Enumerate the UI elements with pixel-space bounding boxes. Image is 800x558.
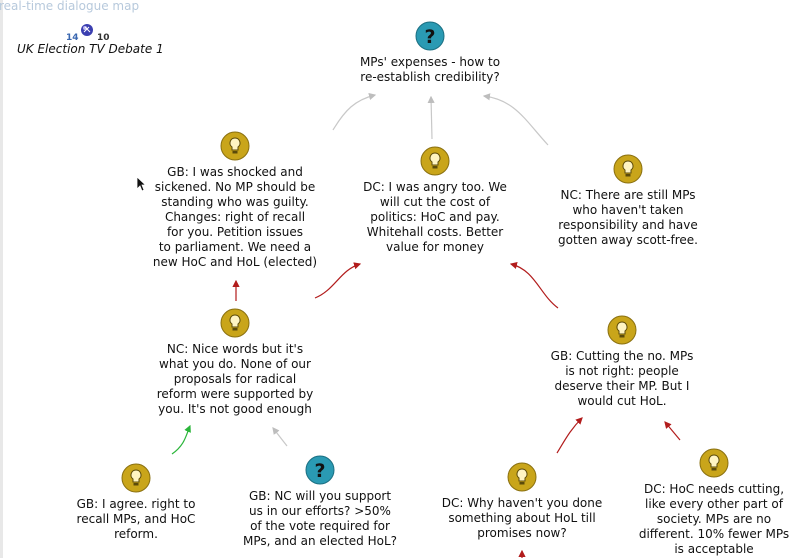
map-icon[interactable]	[80, 23, 94, 37]
lightbulb-icon	[699, 448, 729, 478]
node-text: DC: HoC needs cutting, like every other …	[638, 482, 790, 556]
node-nc-nice[interactable]: NC: Nice words but it's what you do. Non…	[135, 308, 335, 417]
link-gb-cutting-to-dc-angry	[509, 261, 559, 309]
node-text: GB: I was shocked and sickened. No MP sh…	[152, 165, 318, 269]
question-icon: ?	[305, 455, 335, 485]
link-nc-still-to-question	[482, 93, 549, 146]
lightbulb-icon	[220, 308, 250, 338]
node-gb-shocked[interactable]: GB: I was shocked and sickened. No MP sh…	[135, 131, 335, 270]
node-dc-why[interactable]: DC: Why haven't you done something about…	[422, 462, 622, 541]
node-text: NC: Nice words but it's what you do. Non…	[156, 342, 314, 416]
mouse-cursor-icon	[136, 176, 146, 192]
canvas-left-edge	[0, 0, 3, 558]
lightbulb-icon	[420, 146, 450, 176]
link-gb-support-to-nc-nice	[272, 427, 288, 447]
link-dc-why-to-gb-cutting	[556, 417, 583, 454]
node-count: 14	[66, 33, 79, 43]
link-gb-shocked-to-question	[332, 92, 377, 131]
node-q-root[interactable]: ? MPs' expenses - how to re-establish cr…	[330, 21, 530, 85]
link-gb-agree-to-nc-nice	[171, 424, 191, 455]
lightbulb-icon	[507, 462, 537, 492]
link-dc-angry-to-question	[427, 95, 435, 140]
node-text: NC: There are still MPs who haven't take…	[557, 188, 698, 247]
link-count: 10	[97, 33, 110, 43]
lightbulb-icon	[607, 315, 637, 345]
app-title: real-time dialogue map	[0, 0, 140, 13]
lightbulb-icon	[121, 463, 151, 493]
node-gb-agree[interactable]: GB: I agree. right to recall MPs, and Ho…	[56, 463, 216, 542]
svg-text:?: ?	[314, 460, 325, 482]
node-text: DC: Why haven't you done something about…	[441, 496, 603, 540]
node-dc-hoc[interactable]: DC: HoC needs cutting, like every other …	[628, 448, 800, 557]
map-title: UK Election TV Debate 1	[17, 42, 164, 56]
question-icon: ?	[415, 21, 445, 51]
lightbulb-icon	[613, 154, 643, 184]
node-gb-cutting[interactable]: GB: Cutting the no. MPs is not right: pe…	[522, 315, 722, 409]
node-text: GB: NC will you support us in our effort…	[242, 489, 398, 548]
node-text: GB: I agree. right to recall MPs, and Ho…	[76, 497, 196, 541]
lightbulb-icon	[220, 131, 250, 161]
link-nc-nice-to-dc-angry	[314, 262, 362, 299]
node-text: MPs' expenses - how to re-establish cred…	[359, 55, 501, 84]
link-dc-hoc-to-gb-cutting	[664, 421, 681, 441]
node-gb-support[interactable]: ? GB: NC will you support us in our effo…	[220, 455, 420, 549]
node-text: GB: Cutting the no. MPs is not right: pe…	[550, 349, 694, 408]
node-dc-angry[interactable]: DC: I was angry too. We will cut the cos…	[335, 146, 535, 255]
node-text: DC: I was angry too. We will cut the cos…	[363, 180, 507, 254]
svg-text:?: ?	[424, 26, 435, 48]
node-nc-still[interactable]: NC: There are still MPs who haven't take…	[528, 154, 728, 248]
